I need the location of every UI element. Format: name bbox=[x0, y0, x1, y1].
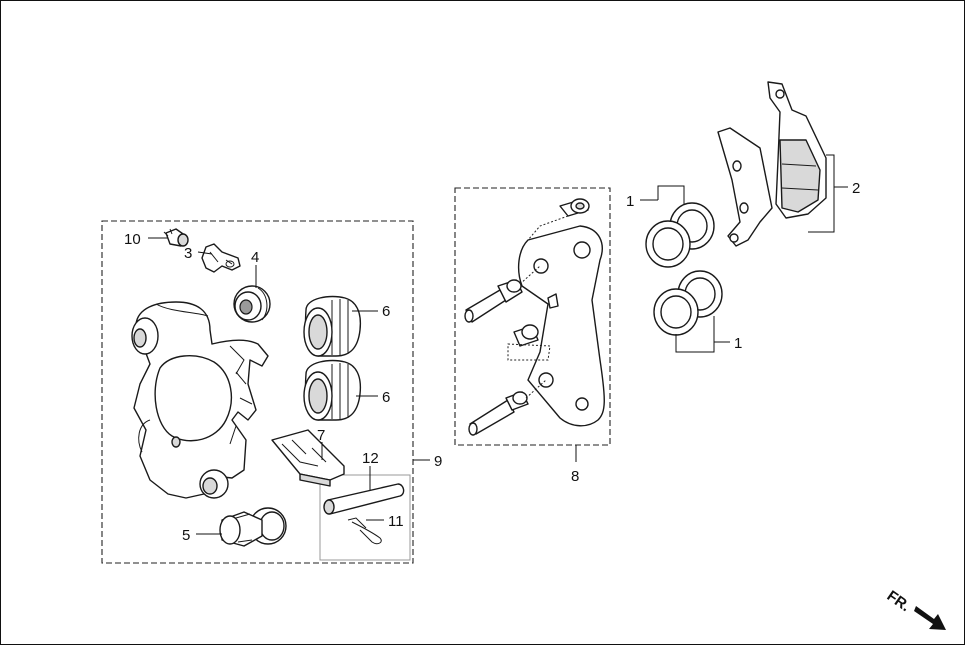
front-direction-indicator: FR. bbox=[884, 587, 946, 630]
upper-bolt-leader bbox=[519, 265, 541, 285]
callout-2: 2 bbox=[852, 180, 860, 197]
caliper-assembly-box bbox=[101, 220, 414, 564]
bracket-bolt-lower bbox=[468, 391, 529, 436]
seal-set-top bbox=[645, 202, 715, 268]
callout-1-top: 1 bbox=[626, 193, 634, 210]
collar-leader bbox=[527, 215, 569, 241]
bleeder-screw-part bbox=[163, 228, 189, 247]
brake-pad-rear bbox=[717, 127, 773, 247]
front-direction-arrow-icon bbox=[914, 606, 946, 630]
callout-12: 12 bbox=[362, 450, 379, 467]
callout-8: 8 bbox=[571, 468, 579, 485]
callout-6-top: 6 bbox=[382, 303, 390, 320]
callout-6-bottom: 6 bbox=[382, 389, 390, 406]
bracket-bolt-upper bbox=[464, 279, 523, 323]
bracket-assembly-box bbox=[454, 187, 611, 446]
collar-bolt-part bbox=[559, 198, 590, 217]
callout-5: 5 bbox=[182, 527, 190, 544]
callout-4: 4 bbox=[251, 249, 259, 266]
boot-part bbox=[233, 285, 271, 323]
clip-part bbox=[201, 243, 241, 273]
callout-7: 7 bbox=[317, 427, 325, 444]
pad-spring-part bbox=[271, 429, 345, 487]
callout-1-bottom: 1 bbox=[734, 335, 742, 352]
callout-9: 9 bbox=[434, 453, 442, 470]
piston-part-bottom bbox=[303, 359, 362, 421]
callout-3: 3 bbox=[184, 245, 192, 262]
center-collar-part bbox=[507, 324, 551, 361]
pin-bolt-part bbox=[219, 507, 287, 547]
piston-part-top bbox=[303, 295, 362, 357]
pin-kit-box bbox=[319, 474, 411, 561]
lower-bolt-leader bbox=[525, 379, 547, 399]
direction-label: FR. bbox=[884, 587, 914, 615]
leader-lines bbox=[148, 154, 848, 535]
caliper-body-part bbox=[131, 301, 269, 499]
callout-10: 10 bbox=[124, 231, 141, 248]
seal-set-bottom bbox=[653, 270, 723, 336]
slide-pin-part bbox=[323, 483, 405, 515]
brake-pad-front bbox=[767, 81, 827, 219]
pin-clip-part bbox=[347, 517, 382, 545]
callout-11: 11 bbox=[388, 513, 404, 530]
